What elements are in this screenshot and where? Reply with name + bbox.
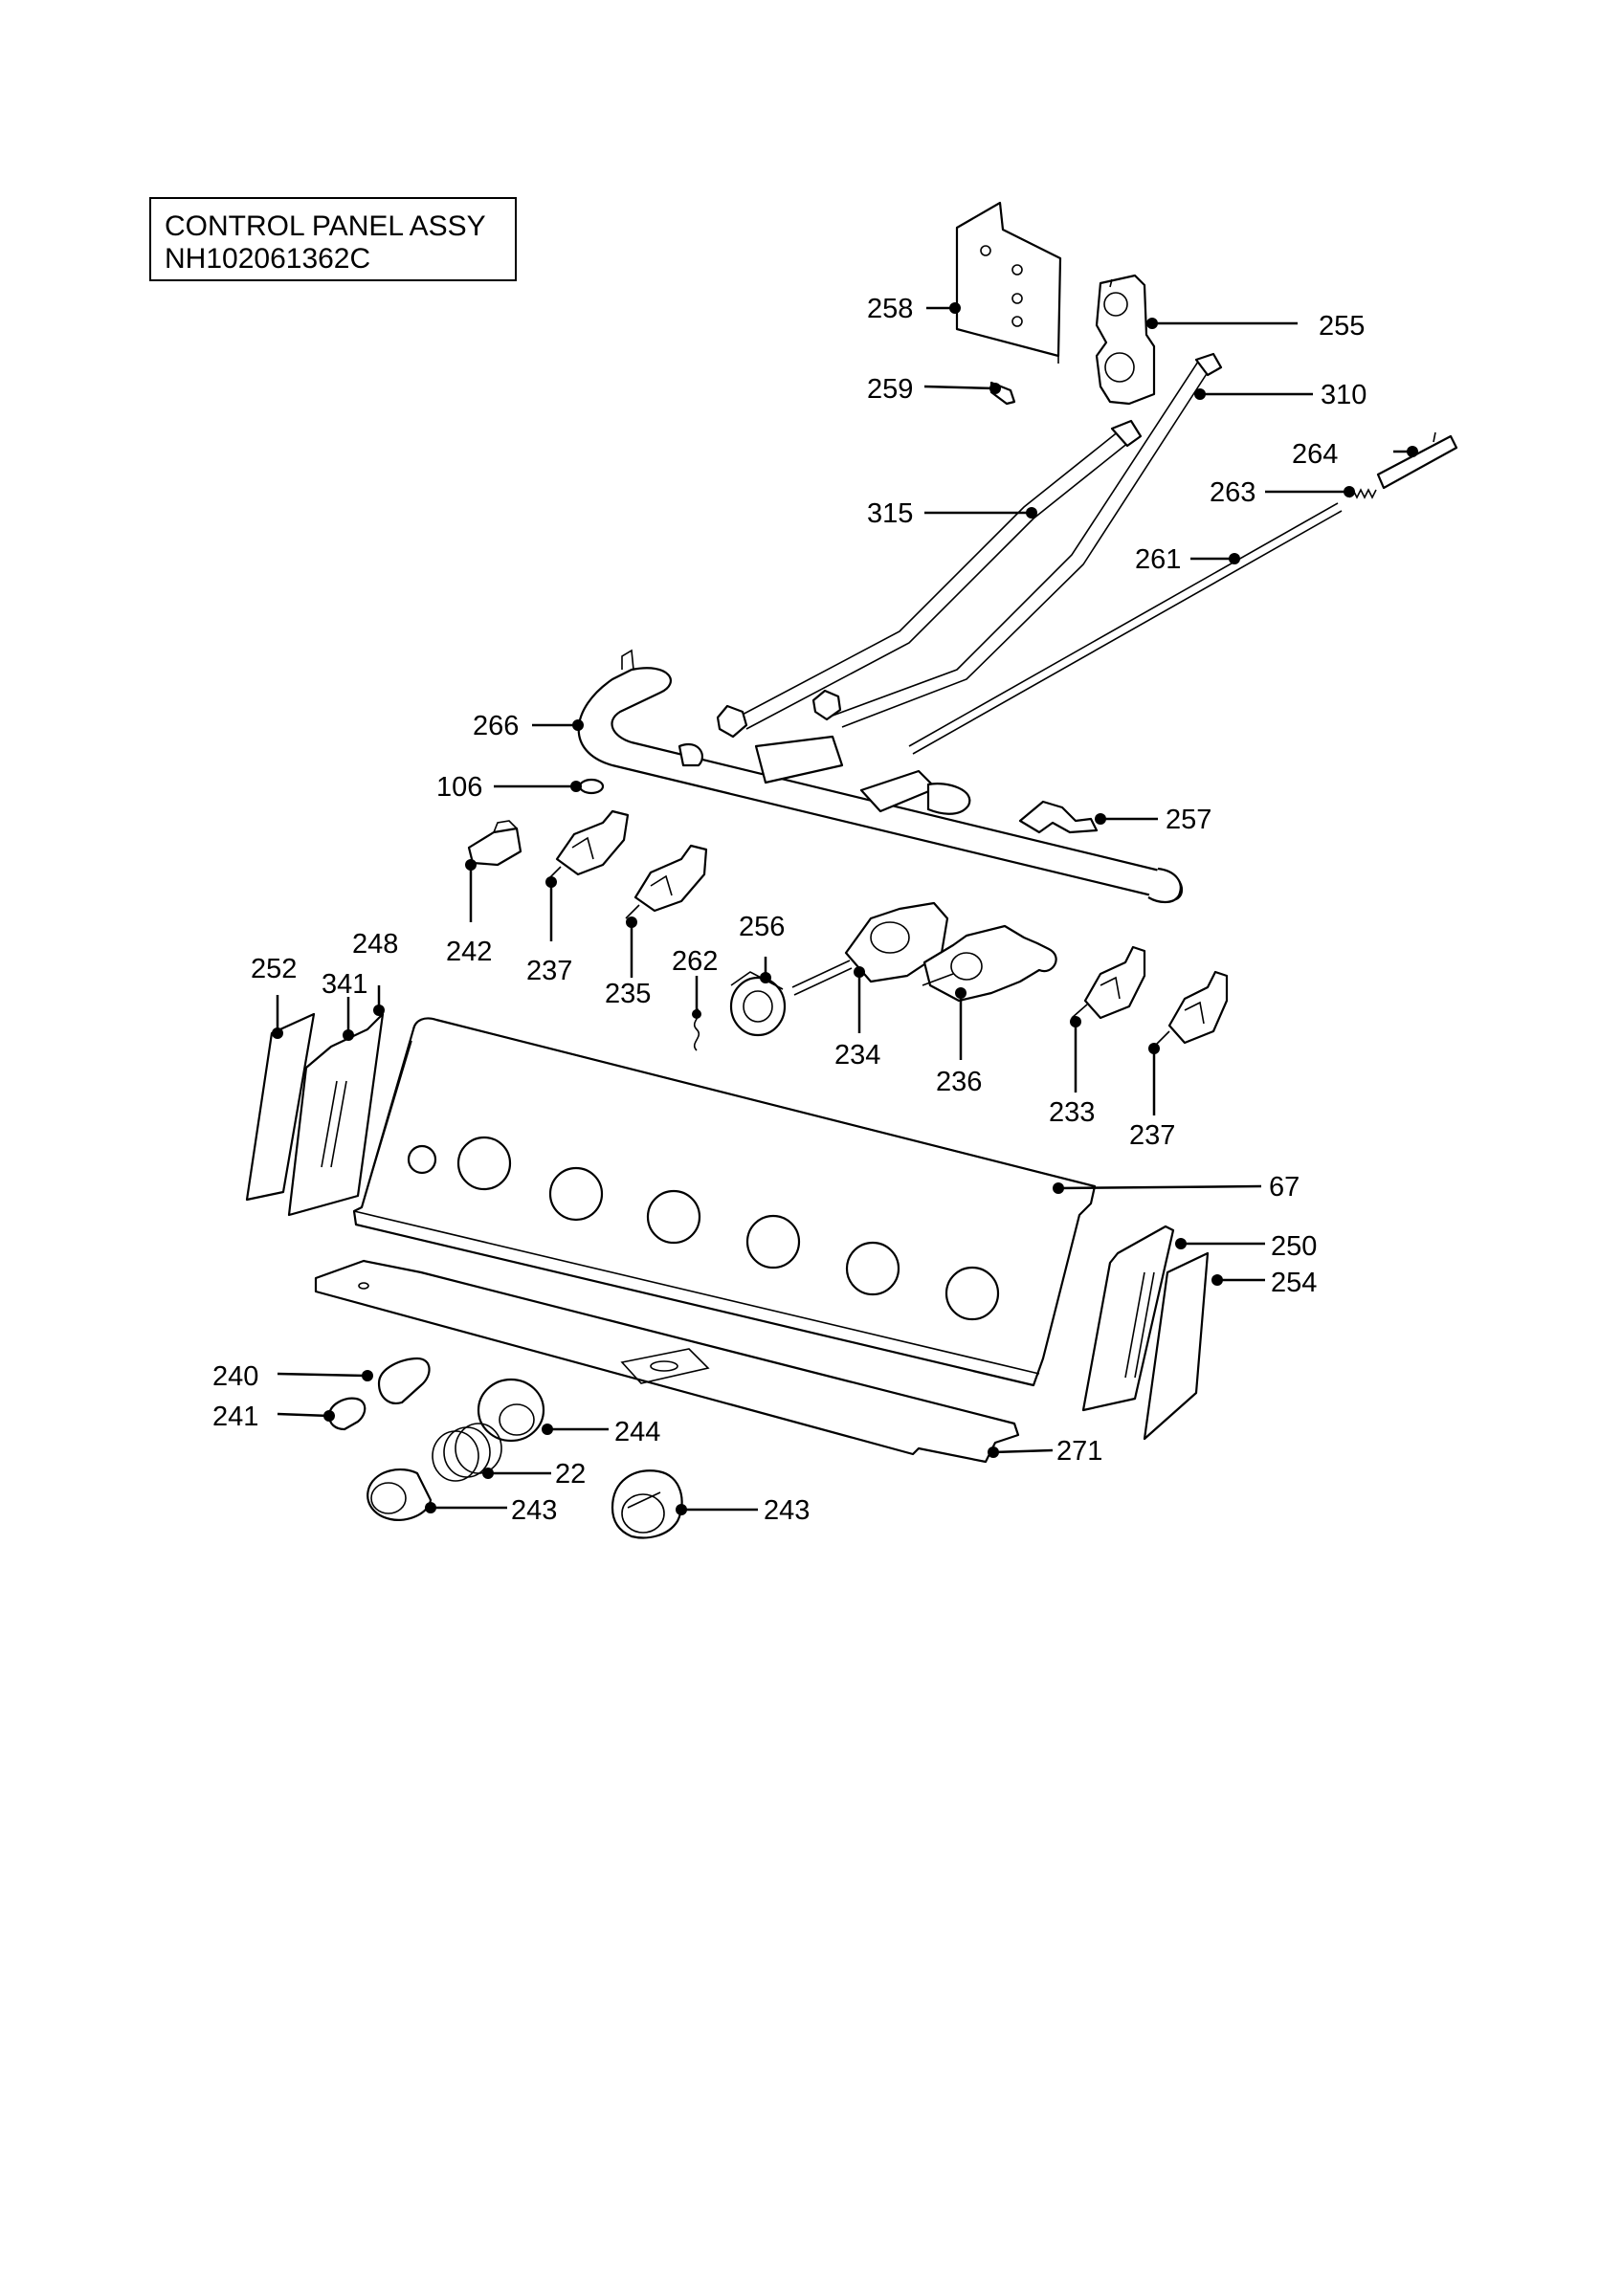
part-240-lamp — [377, 1357, 431, 1404]
part-237-switch-right — [1153, 970, 1229, 1048]
part-233-switch — [1071, 945, 1146, 1020]
part-256-seat — [729, 971, 787, 1037]
callout-237-left: 237 — [526, 956, 572, 986]
leader-241 — [277, 1412, 330, 1418]
part-264-pipe — [1376, 431, 1458, 490]
callout-252: 252 — [251, 954, 297, 984]
callout-266: 266 — [473, 711, 519, 741]
callout-259: 259 — [867, 374, 913, 405]
callout-242: 242 — [446, 937, 492, 967]
part-234-valve — [791, 901, 949, 996]
callout-241: 241 — [212, 1402, 258, 1432]
part-266-manifold — [577, 649, 1183, 904]
callout-67: 67 — [1269, 1172, 1300, 1203]
title-box: CONTROL PANEL ASSY NH102061362C — [149, 197, 517, 281]
part-244-bezel — [477, 1378, 545, 1443]
callout-341: 341 — [322, 969, 367, 1000]
part-254-side-trim — [1143, 1251, 1210, 1441]
callout-22: 22 — [555, 1459, 586, 1490]
callout-315: 315 — [867, 498, 913, 529]
leader-271 — [992, 1448, 1054, 1454]
title-line-2: NH102061362C — [165, 243, 371, 275]
callout-255: 255 — [1319, 311, 1365, 342]
callout-labels: 258 255 259 310 264 263 315 261 266 106 … — [212, 294, 1366, 1526]
part-250-side-plate — [1081, 1225, 1175, 1412]
part-22-spring — [432, 1423, 502, 1482]
part-242-switch — [467, 820, 522, 867]
part-271-bottom-strip — [314, 1259, 1020, 1464]
leader-dots — [272, 302, 1418, 1515]
callout-256: 256 — [739, 912, 785, 942]
callout-261: 261 — [1135, 544, 1181, 575]
callout-237-right: 237 — [1129, 1120, 1175, 1151]
part-261-thermocouple — [908, 502, 1343, 755]
leader-240 — [277, 1372, 368, 1378]
callout-258: 258 — [867, 294, 913, 324]
callout-236: 236 — [936, 1067, 982, 1097]
part-243-knob-right — [611, 1469, 683, 1539]
callout-250: 250 — [1271, 1231, 1317, 1262]
part-248-side-plate — [287, 1012, 385, 1217]
callout-244: 244 — [614, 1417, 660, 1447]
part-315-pipe — [736, 419, 1143, 730]
callout-235: 235 — [605, 979, 651, 1009]
part-252-side-trim — [245, 1012, 316, 1202]
part-255-valve-body — [1095, 274, 1156, 406]
part-67-control-panel — [352, 1017, 1097, 1387]
callout-233: 233 — [1049, 1097, 1095, 1128]
callout-263: 263 — [1210, 477, 1255, 508]
part-235-switch — [625, 844, 708, 919]
callout-257: 257 — [1166, 805, 1211, 835]
leader-67 — [1057, 1184, 1262, 1190]
callout-262: 262 — [672, 946, 718, 977]
part-237-switch-left — [546, 809, 630, 881]
callout-271: 271 — [1056, 1436, 1102, 1467]
callout-234: 234 — [834, 1040, 880, 1071]
part-310-pipe — [832, 352, 1223, 728]
part-236-valve — [922, 924, 1057, 1003]
part-241-lamp — [327, 1397, 367, 1431]
title-line-1: CONTROL PANEL ASSY — [165, 210, 486, 242]
callout-310: 310 — [1321, 380, 1366, 410]
callout-248: 248 — [352, 929, 398, 960]
callout-240: 240 — [212, 1361, 258, 1392]
part-257-clip — [1018, 800, 1099, 834]
callout-254: 254 — [1271, 1268, 1317, 1298]
callout-264: 264 — [1292, 439, 1338, 470]
callout-243-left: 243 — [511, 1495, 557, 1526]
callout-243-right: 243 — [764, 1495, 810, 1526]
leader-259 — [923, 385, 996, 390]
part-243-knob-left — [367, 1468, 433, 1521]
part-106-grommet — [578, 778, 605, 795]
callout-106: 106 — [436, 772, 482, 803]
part-258-bracket — [955, 201, 1062, 364]
part-drawings — [245, 201, 1458, 1539]
leader-lines — [276, 306, 1412, 1512]
